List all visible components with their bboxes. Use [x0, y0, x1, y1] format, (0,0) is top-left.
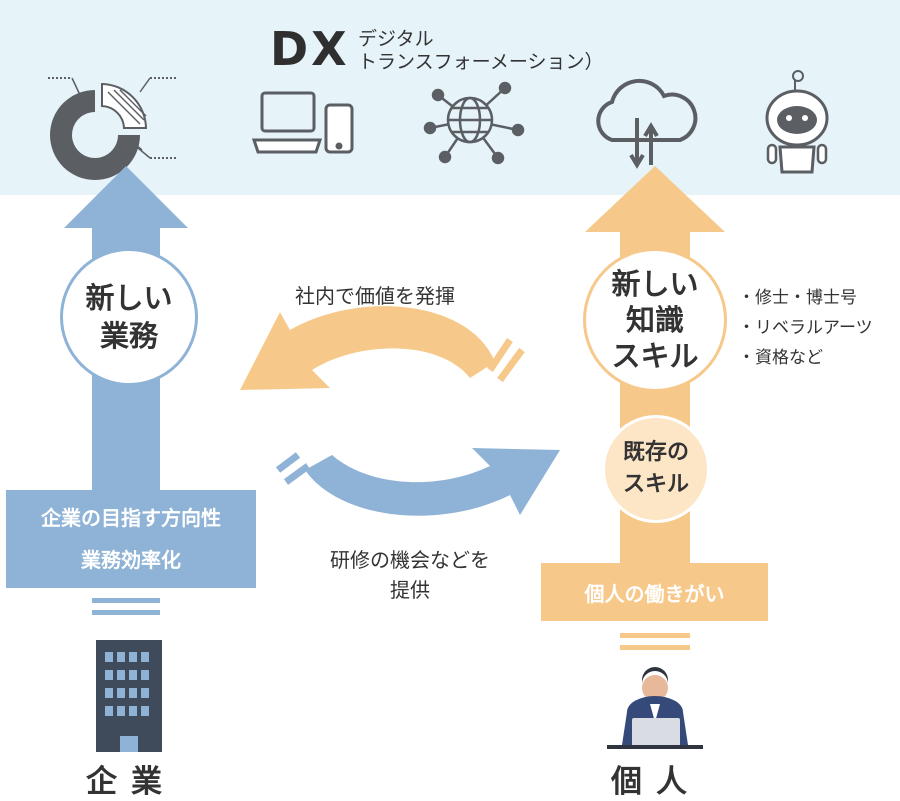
dx-title: DX [270, 22, 350, 76]
company-direction-line1: 企業の目指す方向性 [41, 506, 221, 530]
training-opportunities-label: 研修の機会などを 提供 [300, 545, 520, 605]
top-curved-arrow [240, 306, 525, 390]
individual-fulfillment-box: 個人の働きがい [541, 563, 768, 621]
skills-item: ・資格など [738, 348, 823, 368]
laptop-phone-icon [251, 91, 354, 154]
new-knowledge-line2: 知識 [625, 303, 684, 337]
dx-band [0, 0, 900, 195]
new-knowledge-circle: 新しい 知識 スキル [583, 248, 727, 392]
company-direction-line2: 業務効率化 [81, 548, 181, 572]
existing-skills-circle: 既存の スキル [602, 415, 710, 523]
building-icon [96, 640, 162, 752]
person-icon [607, 667, 703, 749]
company-label: 企業 [86, 764, 176, 800]
header-icons [48, 70, 829, 180]
cloud-sync-icon [596, 78, 698, 169]
training-line2: 提供 [390, 578, 430, 602]
individual-fulfillment-text: 個人の働きがい [584, 581, 725, 606]
existing-skills-line2: スキル [622, 472, 689, 497]
dx-subtitle-line1: デジタル [358, 28, 434, 50]
training-line1: 研修の機会などを [330, 548, 490, 572]
individual-label: 個人 [611, 764, 701, 800]
new-work-circle: 新しい 業務 [60, 248, 198, 386]
new-knowledge-line3: スキル [611, 339, 699, 373]
network-globe-icon [423, 81, 525, 165]
new-work-line1: 新しい [85, 281, 173, 315]
robot-icon [765, 70, 829, 174]
dx-subtitle-line2: トランスフォーメーション） [358, 51, 604, 73]
bottom-curved-arrow [275, 448, 560, 516]
company-direction-box: 企業の目指す方向性 業務効率化 [6, 490, 256, 588]
skills-list: ・修士・博士号 ・リベラルアーツ ・資格など [738, 283, 873, 373]
new-knowledge-line1: 新しい [611, 267, 699, 301]
skills-item: ・修士・博士号 [738, 288, 857, 308]
donut-chart-icon [48, 77, 178, 180]
new-work-line2: 業務 [99, 319, 158, 353]
existing-skills-line1: 既存の [622, 440, 689, 465]
value-in-company-label: 社内で価値を発揮 [295, 284, 455, 308]
skills-item: ・リベラルアーツ [738, 318, 873, 338]
